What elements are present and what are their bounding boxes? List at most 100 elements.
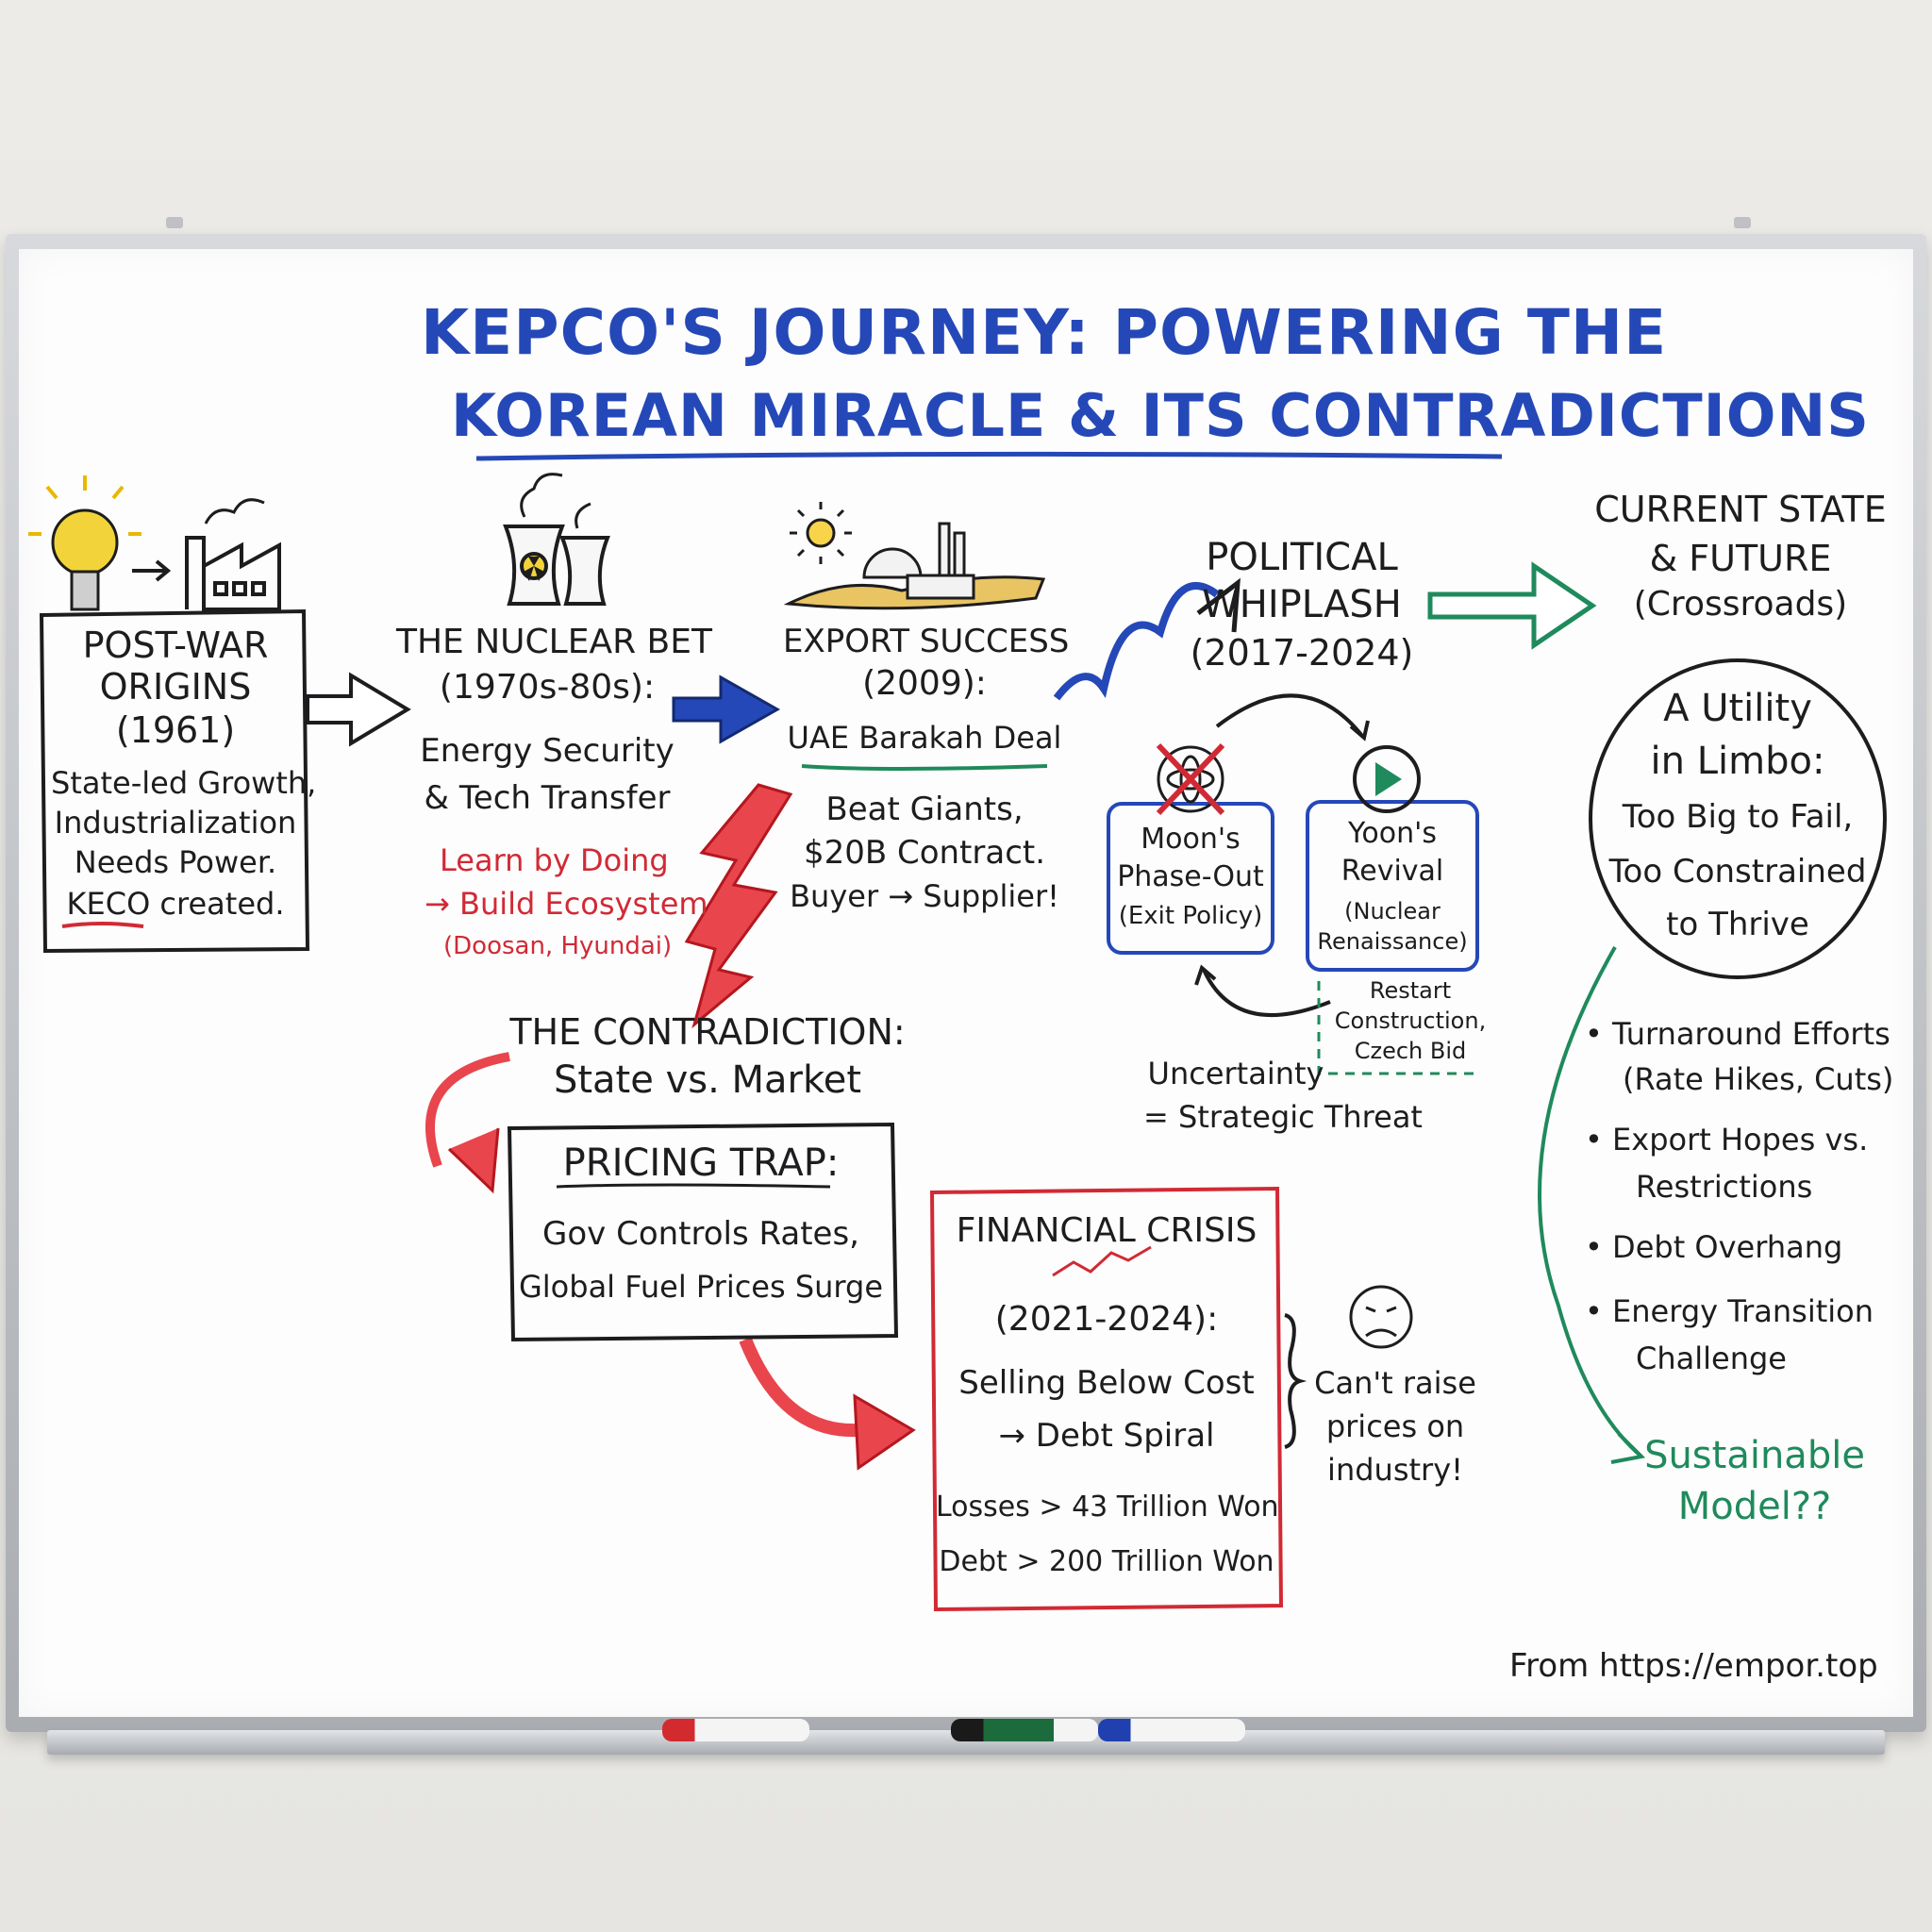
restart-line-2: Construction, [1334,1008,1487,1034]
curved-arrow-to-pricing [425,1052,510,1168]
yoon-line-3: (Nuclear [1344,898,1441,924]
black-marker [951,1719,1098,1741]
origins-box [39,608,310,954]
arrow-to-future [1427,561,1597,650]
rising-chart-icon [1052,1245,1152,1277]
contradiction-heading: THE CONTRADICTION: [509,1011,906,1053]
factory-icon [185,498,281,611]
small-arrow-icon [132,559,172,582]
title-line-1: KEPCO'S JOURNEY: POWERING THE [421,296,1668,369]
contradiction-subheading: State vs. Market [553,1058,862,1102]
sad-face-icon [1349,1285,1413,1349]
nuclear-years: (1970s-80s): [439,668,656,707]
future-heading-3: (Crossroads) [1633,585,1848,624]
limbo-line-4: Too Constrained [1608,853,1867,891]
nuclear-body-2: & Tech Transfer [424,779,671,817]
export-body-2: $20B Contract. [803,834,1046,872]
uncertainty-line-2: = Strategic Threat [1143,1099,1423,1135]
future-bullet-4-sub: Challenge [1636,1341,1787,1376]
future-heading-2: & FUTURE [1649,538,1832,579]
uncertainty-line-1: Uncertainty [1147,1056,1324,1091]
arrow-to-export [672,675,781,744]
restart-bracket [1317,981,1479,1075]
moon-box [1107,802,1274,955]
pricing-title: PRICING TRAP: [562,1141,840,1185]
limbo-line-2: in Limbo: [1650,740,1825,783]
pricing-body-1: Gov Controls Rates, [542,1215,859,1253]
red-marker [662,1719,809,1741]
moon-line-2: Phase-Out [1117,860,1264,893]
nuclear-note-1: Learn by Doing [440,842,669,878]
green-curve-arrow [1538,946,1643,1458]
cycle-arrow-bottom [1202,969,1331,1018]
origins-body-1: State-led Growth, [51,765,317,801]
nuclear-heading: THE NUCLEAR BET [396,623,712,661]
future-heading-1: CURRENT STATE [1594,489,1887,530]
export-body-3: Buyer → Supplier! [790,878,1059,914]
blue-marker [1098,1719,1245,1741]
moon-line-1: Moon's [1141,823,1241,856]
crisis-side-3: industry! [1327,1452,1463,1488]
lightning-arrow [684,783,793,1029]
yoon-line-1: Yoon's [1348,817,1437,850]
nuclear-note-2: → Build Ecosystem [425,886,708,922]
barakah-plant-icon [783,502,1046,610]
keco-underline [61,922,144,928]
future-bullet-2: • Export Hopes vs. [1585,1122,1869,1158]
origins-heading-1: POST-WAR [82,625,269,666]
political-heading-1: POLITICAL [1206,536,1398,579]
cycle-arrow-top [1215,693,1364,738]
crisis-title: FINANCIAL CRISIS [956,1211,1257,1250]
title-line-2: KOREAN MIRACLE & ITS CONTRADICTIONS [451,381,1870,450]
future-bullet-1-sub: (Rate Hikes, Cuts) [1623,1061,1894,1097]
wall-hook [166,217,183,228]
future-bullet-4: • Energy Transition [1585,1293,1874,1329]
title-underline [475,451,1503,461]
origins-heading-2: ORIGINS [99,666,252,708]
origins-body-3: Needs Power. [74,844,277,880]
future-bullet-3: • Debt Overhang [1585,1229,1843,1265]
crisis-box [929,1186,1284,1612]
political-heading-2: WHIPLASH [1202,583,1402,626]
play-icon [1353,745,1421,813]
arrow-to-nuclear [306,672,411,747]
political-years: (2017-2024) [1190,632,1414,674]
limbo-line-3: Too Big to Fail, [1622,798,1854,836]
nuclear-note-3: (Doosan, Hyundai) [443,932,673,960]
crisis-side-1: Can't raise [1314,1365,1476,1401]
brace [1284,1313,1307,1449]
atom-crossed-icon [1156,742,1225,816]
crisis-debt: Debt > 200 Trillion Won [939,1545,1274,1578]
restart-line-3: Czech Bid [1354,1038,1467,1064]
crisis-body-2: → Debt Spiral [998,1417,1215,1455]
wavy-arrow-to-politics [1053,582,1220,701]
nuclear-plant-icon [503,473,610,606]
moon-line-3: (Exit Policy) [1118,902,1263,930]
limbo-line-5: to Thrive [1666,906,1809,943]
export-deal: UAE Barakah Deal [787,720,1062,756]
future-question-2: Model?? [1677,1485,1832,1528]
yoon-line-2: Revival [1341,855,1444,888]
yoon-box [1306,800,1479,972]
pricing-body-2: Global Fuel Prices Surge [518,1269,884,1305]
wall-hook [1734,217,1751,228]
limbo-line-1: A Utility [1663,687,1812,730]
origins-body-2: Industrialization [54,805,297,841]
source-credit: From https://empor.top [1509,1647,1878,1685]
future-bullet-2-sub: Restrictions [1636,1169,1813,1205]
lightbulb-icon [28,475,142,611]
yoon-line-4: Renaissance) [1317,928,1468,955]
crisis-years: (2021-2024): [994,1300,1219,1339]
curved-arrow-to-crisis [739,1337,859,1438]
crisis-side-2: prices on [1325,1408,1465,1444]
future-question-1: Sustainable [1644,1434,1865,1477]
crisis-losses: Losses > 43 Trillion Won [936,1491,1279,1524]
deal-underline [801,764,1048,771]
limbo-circle [1589,658,1887,979]
future-bullet-1: • Turnaround Efforts [1585,1016,1890,1052]
crisis-body-1: Selling Below Cost [958,1364,1255,1402]
nuclear-body-1: Energy Security [420,732,675,770]
export-heading: EXPORT SUCCESS [783,623,1070,660]
origins-body-4: KECO created. [66,886,285,922]
